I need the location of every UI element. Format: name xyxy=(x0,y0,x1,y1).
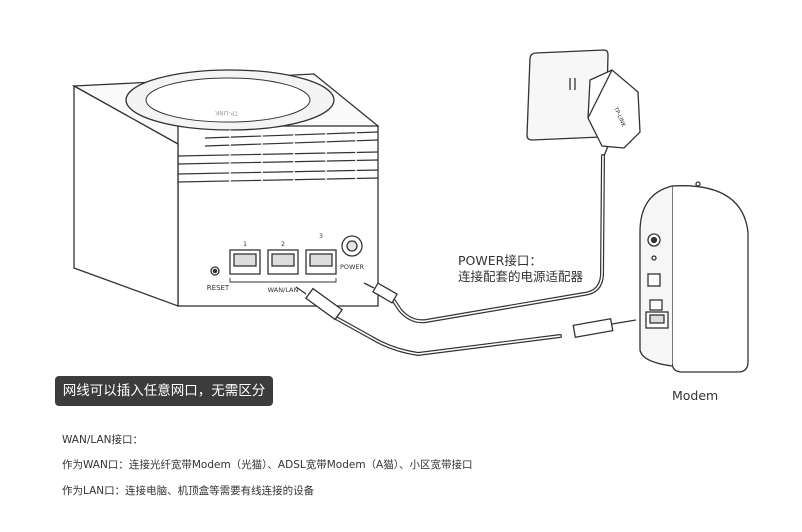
modem-illustration xyxy=(639,181,749,373)
power-note-desc: 连接配套的电源适配器 xyxy=(458,269,584,284)
any-port-badge: 网线可以插入任意网口，无需区分 xyxy=(55,376,273,406)
ethernet-plug-modem xyxy=(572,318,637,338)
router-vents xyxy=(177,131,379,183)
lan-port-1 xyxy=(229,249,261,275)
lan-port-2 xyxy=(267,249,299,275)
wan-lan-heading: WAN/LAN接口： xyxy=(62,434,144,446)
reset-label: RESET xyxy=(207,284,230,292)
router-illustration: TP-LINK xyxy=(71,69,380,307)
ethernet-plug-router xyxy=(295,286,343,321)
power-port-label: POWER xyxy=(340,263,365,271)
wan-lan-port-label: WAN/LAN xyxy=(268,286,299,294)
power-plug xyxy=(363,282,398,304)
power-adapter: TP-LINK xyxy=(587,69,641,157)
wan-usage-note: 作为WAN口：连接光纤宽带Modem（光猫）、ADSL宽带Modem（A猫）、小… xyxy=(62,459,473,471)
lan-usage-note: 作为LAN口：连接电脑、机顶盒等需要有线连接的设备 xyxy=(62,485,315,497)
port-number-1: 1 xyxy=(243,241,247,248)
modem-label: Modem xyxy=(672,388,719,403)
lan-port-3 xyxy=(305,249,337,275)
power-note-title: POWER接口： xyxy=(458,253,542,268)
port-number-2: 2 xyxy=(281,241,285,248)
port-number-3: 3 xyxy=(319,233,323,240)
svg-text:TP-LINK: TP-LINK xyxy=(214,109,239,116)
